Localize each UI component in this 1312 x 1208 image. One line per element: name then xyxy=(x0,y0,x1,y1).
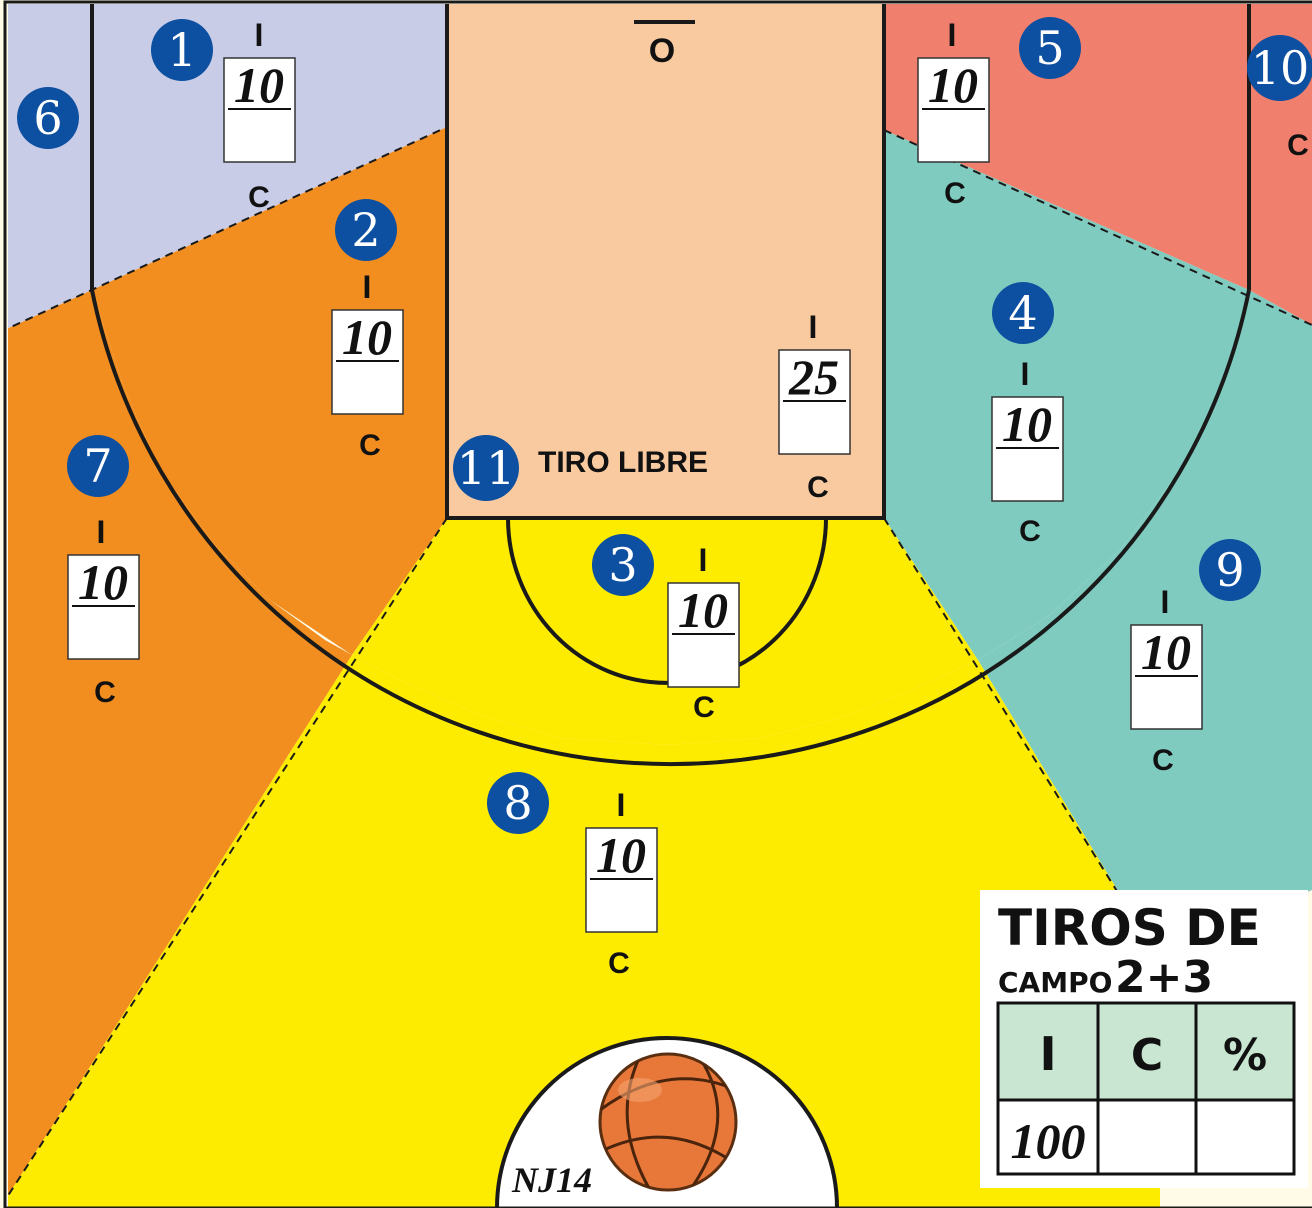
zone-3-intentos-letter: I xyxy=(699,542,708,578)
zone-5-attempts-value: 10 xyxy=(928,57,978,113)
zone-2-attempts-value: 10 xyxy=(342,309,392,365)
zone-5-convertidos-letter: C xyxy=(944,177,966,210)
zone-11-attempts-value: 25 xyxy=(788,349,839,405)
zone-11-fill xyxy=(447,4,884,518)
zone-1-convertidos-letter: C xyxy=(248,181,270,214)
zone-5-marker: 5 I 10C xyxy=(917,17,1081,210)
court-border xyxy=(3,0,1312,1208)
zone-7-number: 7 xyxy=(83,439,112,493)
summary-title: TIROS DE xyxy=(998,899,1261,957)
zone-7-convertidos-letter: C xyxy=(94,676,116,709)
zone-3-badge xyxy=(592,534,654,596)
zone-6-fill xyxy=(8,4,92,329)
zone-8-fill xyxy=(8,655,1160,1208)
zone-1-number: 1 xyxy=(167,23,196,77)
summary-header-1: C xyxy=(1131,1030,1163,1081)
zone-5-badge xyxy=(1019,17,1081,79)
zone-9-intentos-letter: I xyxy=(1161,584,1170,620)
zone-11-marker: 11 I 25C xyxy=(453,309,851,504)
zone-3-convertidos-letter: C xyxy=(693,691,715,724)
watermark: NJ14 xyxy=(511,1160,592,1200)
zone-1-marker: 1 I 10C xyxy=(151,17,296,214)
basketball-icon xyxy=(598,1052,738,1192)
zone-4-marker: 4I 10C xyxy=(991,282,1064,548)
zone-8-attempts-value: 10 xyxy=(596,827,646,883)
zone-8-convertidos-letter: C xyxy=(608,947,630,980)
zone-9-attempts-value: 10 xyxy=(1141,624,1191,680)
zone-9-badge xyxy=(1199,539,1261,601)
summary-header-row xyxy=(998,1003,1294,1100)
zone-1-intentos-letter: I xyxy=(255,17,264,53)
zone-6-badge xyxy=(17,87,79,149)
zone-9-convertidos-letter: C xyxy=(1152,744,1174,777)
summary-subtitle-big: 2+3 xyxy=(1115,952,1213,1003)
zone-2-number: 2 xyxy=(351,203,380,257)
zone-7-fill xyxy=(8,290,352,1196)
zone-7-intentos-letter: I xyxy=(97,514,106,550)
zone-4-convertidos-letter: C xyxy=(1019,515,1041,548)
summary-header-2: % xyxy=(1223,1030,1267,1081)
zone-5-number: 5 xyxy=(1035,21,1064,75)
zone-9-marker: 9I 10C xyxy=(1130,539,1261,777)
zone-6-marker: 6 xyxy=(17,87,79,149)
zone-4-intentos-letter: I xyxy=(1021,356,1030,392)
summary-header-0: I xyxy=(1039,1027,1056,1081)
summary-panel: TIROS DE CAMPO 2+3 I C% 100 xyxy=(980,890,1308,1188)
zone-8-number: 8 xyxy=(503,776,532,830)
zone-1-badge xyxy=(151,19,213,81)
summary-subtitle-small: CAMPO xyxy=(998,966,1112,999)
zone-4-fill xyxy=(884,130,1249,660)
zone-9-number: 9 xyxy=(1215,543,1244,597)
zone-1-attempts-value: 10 xyxy=(234,57,284,113)
zone-11-intentos-letter: I xyxy=(809,309,818,345)
zone-7-badge xyxy=(67,435,129,497)
zone-3-fill xyxy=(352,518,978,745)
zone-8-badge xyxy=(487,772,549,834)
summary-table: I C% 100 xyxy=(996,1001,1296,1176)
summary-value-0: 100 xyxy=(1011,1113,1086,1169)
zone-10-badge xyxy=(1247,35,1312,101)
zone-2-badge xyxy=(335,199,397,261)
zone-10-convertidos-letter: C xyxy=(1287,129,1309,162)
zone-3-marker: 3 I 10C xyxy=(592,534,740,724)
zone-boundaries xyxy=(8,126,1312,1198)
zone-10-number: 10 xyxy=(1251,41,1310,95)
summary-table-border xyxy=(996,1001,1296,1176)
zone-3-attempts-value: 10 xyxy=(678,582,728,638)
zone-5-intentos-letter: I xyxy=(948,17,957,53)
zone-7-marker: 7I 10C xyxy=(67,435,140,709)
zone-4-attempts-value: 10 xyxy=(1002,396,1052,452)
zone-11-convertidos-letter: C xyxy=(807,471,829,504)
zone-4-number: 4 xyxy=(1008,286,1037,340)
zone-11-badge xyxy=(453,435,519,501)
paint-top-label: O xyxy=(649,32,675,70)
zone-2-marker: 2I 10C xyxy=(331,199,404,462)
free-throw-label: TIRO LIBRE xyxy=(538,446,708,479)
zone-6-number: 6 xyxy=(33,91,62,145)
zone-8-marker: 8 I 10C xyxy=(487,772,658,980)
zone-8-intentos-letter: I xyxy=(617,787,626,823)
zone-10-marker: 10C xyxy=(1247,35,1312,162)
zone-2-intentos-letter: I xyxy=(363,269,372,305)
zone-4-badge xyxy=(992,282,1054,344)
zone-3-number: 3 xyxy=(608,538,637,592)
zone-2-convertidos-letter: C xyxy=(359,429,381,462)
zone-7-attempts-value: 10 xyxy=(78,554,128,610)
zone-11-number: 11 xyxy=(457,441,516,495)
